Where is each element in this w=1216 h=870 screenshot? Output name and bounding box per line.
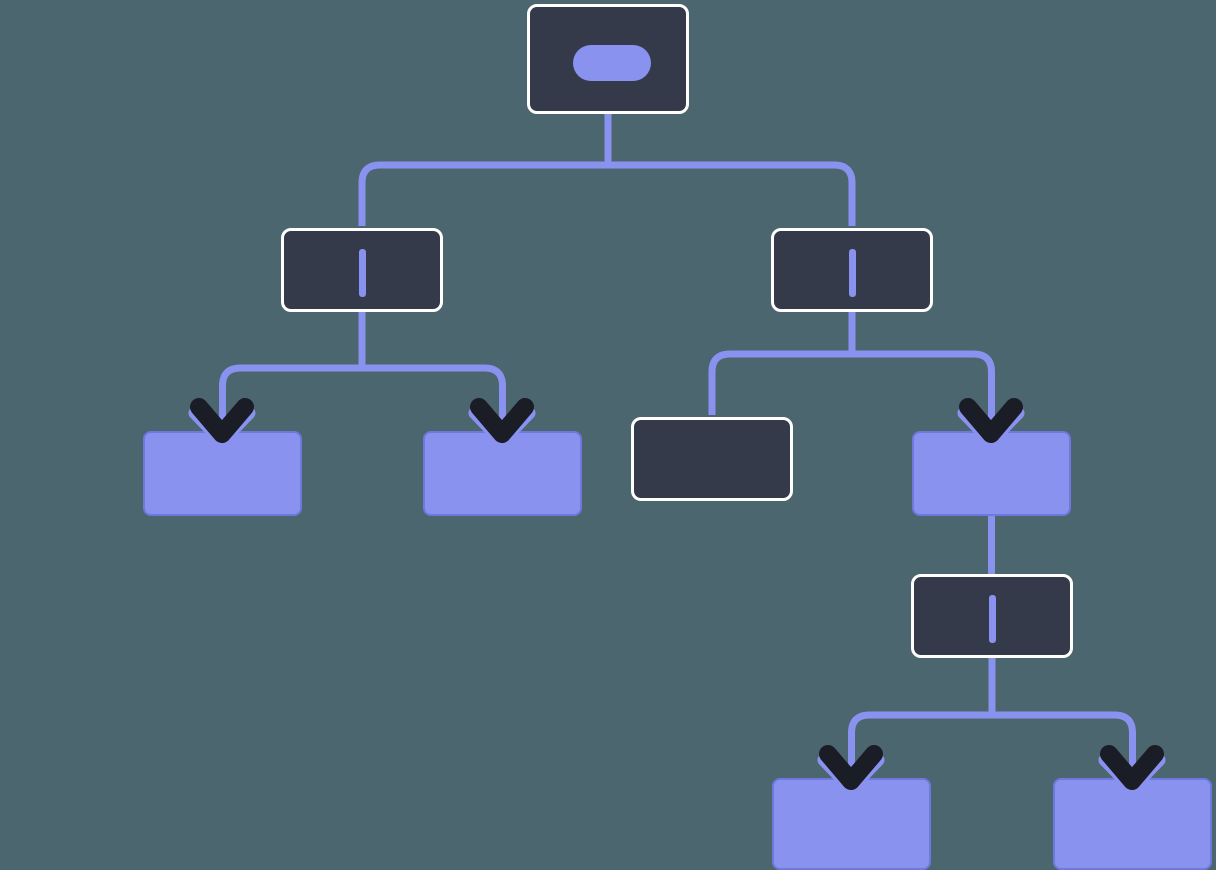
tree-node-n-l1[interactable] xyxy=(281,228,443,312)
tree-node-n-r1[interactable] xyxy=(771,228,933,312)
node-marker-bar xyxy=(848,249,856,297)
tree-node-n-r4a[interactable] xyxy=(772,778,931,870)
node-marker-pill xyxy=(573,45,651,81)
tree-node-n-r2b[interactable] xyxy=(912,431,1071,516)
tree-node-n-l2a[interactable] xyxy=(143,431,302,516)
tree-node-n-r2a[interactable] xyxy=(631,417,793,501)
tree-node-n-r4b[interactable] xyxy=(1053,778,1212,870)
node-marker-bar xyxy=(358,249,366,297)
tree-node-root[interactable] xyxy=(527,4,689,114)
tree-node-n-l2b[interactable] xyxy=(423,431,582,516)
tree-node-n-r3[interactable] xyxy=(911,574,1073,658)
node-marker-bar xyxy=(988,595,996,643)
